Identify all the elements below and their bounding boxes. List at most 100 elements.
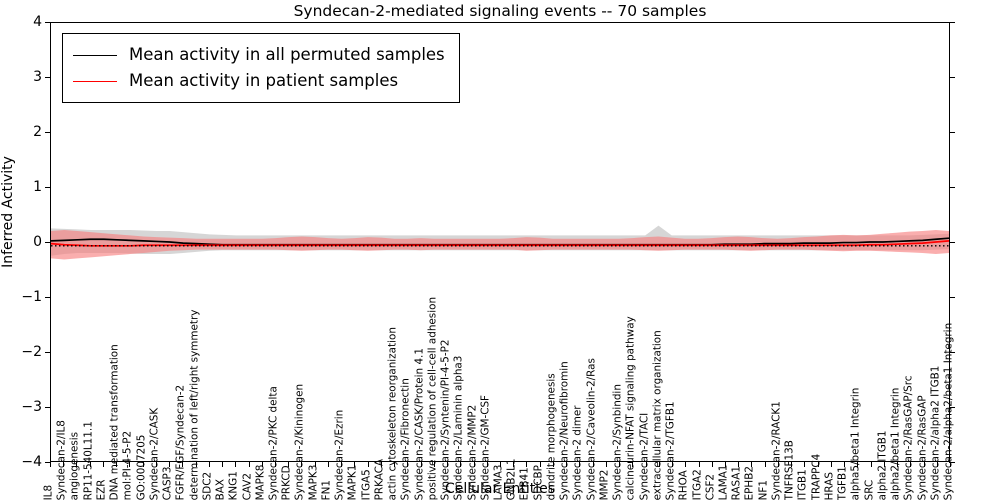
x-tick-mark [116, 462, 118, 467]
x-tick-mark [50, 462, 51, 467]
x-tick-mark [248, 462, 250, 467]
x-tick-mark [420, 462, 422, 467]
x-tick-mark [380, 462, 382, 467]
y-tick-label: −3 [21, 399, 42, 415]
x-tick-label: DNA mediated transformation [108, 343, 121, 500]
x-tick-label: Syndecan-2/alpha2 ITGB1 [929, 365, 942, 500]
x-tick-mark [897, 462, 899, 467]
y-tick-mark-right [949, 352, 955, 353]
x-tick-mark [288, 462, 290, 467]
x-axis-label: Cellular Entities [444, 481, 556, 497]
x-tick-mark [632, 462, 634, 467]
y-tick-mark-right [949, 187, 955, 188]
x-tick-mark [513, 462, 515, 467]
x-tick-mark [222, 462, 224, 467]
x-tick-mark [129, 462, 131, 467]
x-tick-mark [433, 462, 435, 467]
x-tick-mark [645, 462, 647, 467]
y-tick-label: 2 [33, 124, 42, 140]
x-tick-mark [169, 462, 171, 467]
y-tick-mark [45, 22, 51, 23]
x-tick-mark [566, 462, 568, 467]
x-tick-mark [76, 462, 78, 467]
x-tick-mark [857, 462, 859, 467]
x-tick-label: Syndecan-2/Syntenin/PI-4-5-P2 [439, 339, 452, 500]
x-tick-mark [500, 462, 501, 467]
x-tick-mark [208, 462, 210, 467]
y-tick-label: −4 [21, 454, 42, 470]
x-tick-label: Syndecan-2/CASK/Protein 4.1 [413, 347, 426, 500]
y-tick-mark [45, 242, 51, 243]
y-tick-mark-right [949, 22, 955, 23]
x-tick-mark [102, 462, 104, 467]
x-tick-mark [883, 462, 885, 467]
x-tick-label: positive regulation of cell-cell adhesio… [426, 296, 439, 500]
y-tick-mark-right [949, 77, 955, 78]
x-tick-mark [460, 462, 462, 467]
x-tick-mark [751, 462, 753, 467]
x-tick-mark [301, 462, 303, 467]
x-tick-mark [155, 462, 157, 467]
legend-label: Mean activity in all permuted samples [129, 45, 445, 64]
plot-series-canvas [51, 225, 949, 260]
x-tick-mark [394, 462, 396, 467]
x-tick-mark [314, 462, 316, 467]
x-tick-mark [552, 462, 554, 467]
x-tick-mark [725, 462, 726, 467]
x-tick-label: Syndecan-2/alpha2/beta1 Integrin [942, 322, 955, 500]
y-tick-mark [45, 462, 51, 463]
x-tick-mark [367, 462, 369, 467]
x-tick-mark [486, 462, 488, 467]
x-tick-mark [195, 462, 197, 467]
y-tick-mark-right [949, 462, 955, 463]
x-tick-mark [182, 462, 184, 467]
x-tick-mark [341, 462, 343, 467]
x-tick-mark [142, 462, 144, 467]
y-tick-mark [45, 297, 51, 298]
x-tick-mark [936, 462, 938, 467]
chart-title: Syndecan-2-mediated signaling events -- … [293, 2, 707, 20]
y-tick-mark-right [949, 297, 955, 298]
x-tick-mark [605, 462, 607, 467]
x-tick-mark [275, 462, 276, 467]
x-tick-mark [63, 462, 65, 467]
x-tick-mark [261, 462, 263, 467]
x-tick-mark [407, 462, 409, 467]
legend-item: Mean activity in patient samples [73, 68, 445, 94]
x-tick-mark [235, 462, 237, 467]
x-tick-label: Syndecan-2/Laminin alpha3 [452, 355, 465, 500]
x-tick-label: calcineurin-NFAT signaling pathway [625, 315, 638, 500]
x-tick-mark [658, 462, 660, 467]
y-tick-mark [45, 352, 51, 353]
y-tick-mark-right [949, 407, 955, 408]
y-tick-mark-right [949, 242, 955, 243]
x-tick-label: determination of left/right symmetry [188, 309, 201, 500]
x-tick-mark [89, 462, 91, 467]
y-tick-mark [45, 407, 51, 408]
x-tick-mark [791, 462, 793, 467]
legend-label: Mean activity in patient samples [129, 71, 399, 90]
x-tick-mark [844, 462, 846, 467]
y-tick-mark-right [949, 132, 955, 133]
x-tick-mark [910, 462, 912, 467]
x-tick-mark [473, 462, 475, 467]
legend-line-swatch [73, 54, 117, 56]
x-tick-mark [764, 462, 766, 467]
x-tick-mark [950, 462, 951, 467]
x-tick-mark [698, 462, 700, 467]
legend-line-swatch [73, 80, 117, 82]
y-tick-label: 0 [33, 234, 42, 250]
y-tick-label: −1 [21, 289, 42, 305]
x-tick-mark [830, 462, 832, 467]
y-tick-mark [45, 187, 51, 188]
y-tick-label: −2 [21, 344, 42, 360]
x-tick-mark [619, 462, 621, 467]
x-tick-mark [447, 462, 449, 467]
x-tick-mark [870, 462, 872, 467]
x-tick-mark [526, 462, 528, 467]
x-tick-label: Syndecan-2/Neurofibromin [558, 360, 571, 500]
x-tick-mark [711, 462, 713, 467]
